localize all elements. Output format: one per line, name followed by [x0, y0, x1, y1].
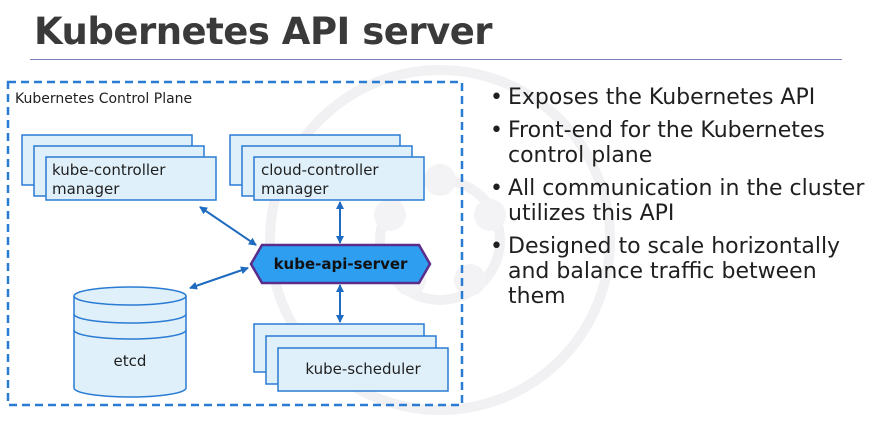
arrow-controller-api: [199, 206, 257, 246]
bullet-dot-icon: •: [490, 176, 503, 201]
etcd-label: etcd: [113, 352, 147, 370]
bullet-dot-icon: •: [490, 118, 503, 143]
title-divider: [30, 59, 842, 60]
bullet-text: Designed to scale horizontally and balan…: [508, 234, 841, 309]
bullet-item: •Designed to scale horizontally and bala…: [488, 234, 868, 309]
bullet-item: •Front-end for the Kubernetes control pl…: [488, 118, 868, 168]
kube-scheduler-label: kube-scheduler: [305, 360, 421, 378]
cloud-controller-manager-label: cloud-controller manager: [261, 161, 379, 199]
bullet-text: Front-end for the Kubernetes control pla…: [508, 118, 825, 168]
kube-controller-manager-label: kube-controller manager: [52, 161, 165, 199]
kube-controller-label-line2: manager: [52, 180, 120, 198]
kube-controller-manager-stack: [21, 134, 217, 201]
api-server-label: kube-api-server: [273, 255, 408, 273]
control-plane-frame: [6, 80, 464, 407]
bullet-text: Exposes the Kubernetes API: [508, 85, 816, 110]
bullet-item: •Exposes the Kubernetes API: [488, 85, 868, 110]
kube-scheduler-stack: [253, 323, 449, 392]
kube-controller-label-line1: kube-controller: [52, 161, 166, 179]
cloud-controller-label-line1: cloud-controller: [261, 161, 379, 179]
cloud-controller-manager-stack: [229, 134, 425, 201]
bullet-text: All communication in the cluster utilize…: [508, 176, 865, 226]
api-server-shape: [249, 243, 432, 285]
bullet-dot-icon: •: [490, 234, 503, 259]
etcd-cylinder: [73, 286, 187, 398]
bullet-dot-icon: •: [490, 85, 503, 110]
page-title: Kubernetes API server: [34, 10, 493, 53]
feature-bullet-list: •Exposes the Kubernetes API •Front-end f…: [488, 85, 868, 317]
arrow-etcd-api: [189, 266, 249, 290]
bullet-item: •All communication in the cluster utiliz…: [488, 176, 868, 226]
control-plane-label: Kubernetes Control Plane: [15, 91, 193, 107]
cloud-controller-label-line2: manager: [261, 180, 329, 198]
